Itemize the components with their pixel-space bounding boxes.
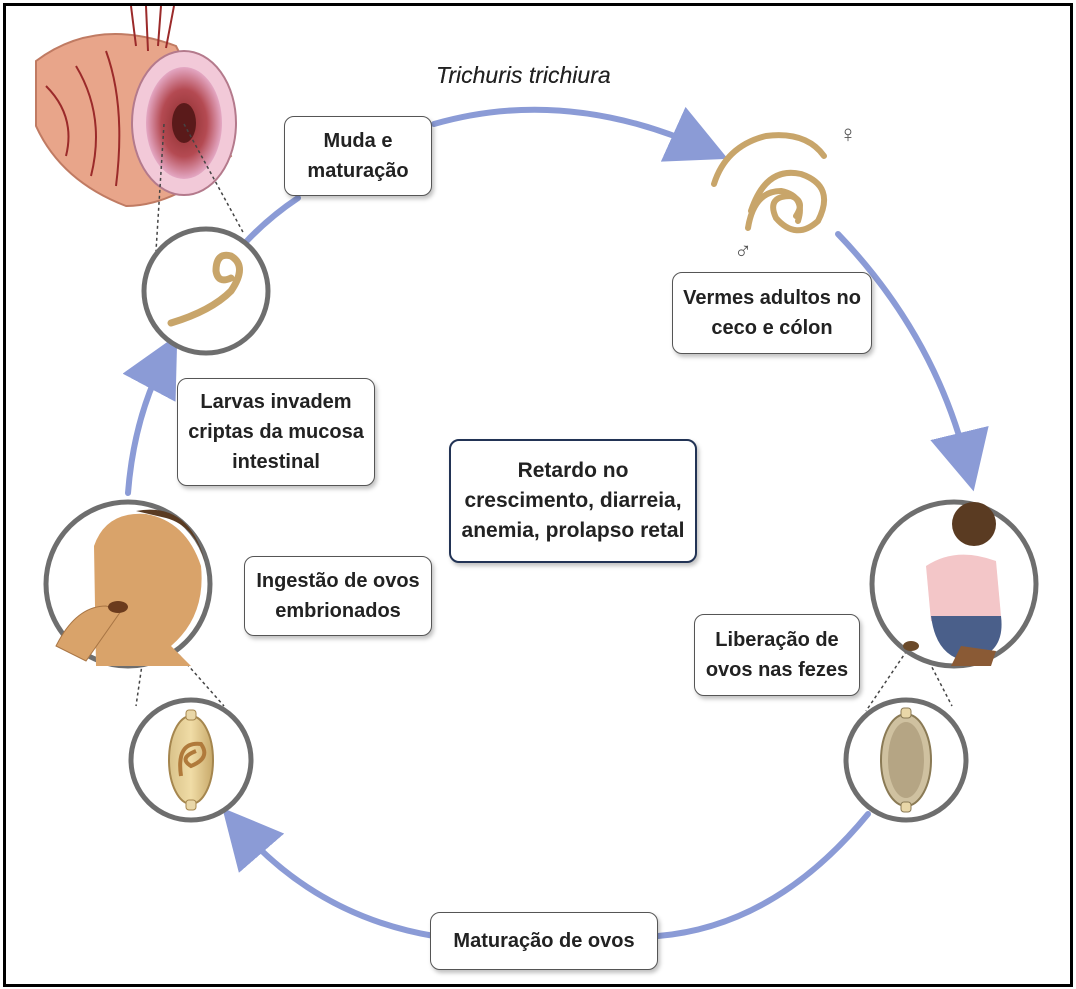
larva-circle	[144, 229, 268, 353]
unembryonated-egg-circle	[846, 700, 966, 820]
diagram-frame: Trichuris trichiura ♀ ♂ Muda e maturação…	[3, 3, 1073, 987]
label-muda-maturacao: Muda e maturação	[284, 116, 432, 196]
arrow-upper-left	[244, 198, 298, 244]
male-symbol: ♂	[734, 238, 752, 266]
embryonated-egg-circle	[131, 700, 251, 820]
diagram-title: Trichuris trichiura	[436, 62, 611, 89]
label-line: Muda e	[307, 126, 408, 156]
label-line: intestinal	[188, 447, 364, 477]
label-line: Retardo no	[462, 456, 685, 486]
label-line: Larvas invadem	[188, 387, 364, 417]
label-line: Vermes adultos no	[683, 283, 861, 313]
ingestion-circle	[46, 502, 211, 666]
label-line: ovos nas fezes	[706, 655, 848, 685]
label-line: maturação	[307, 156, 408, 186]
arrow-top	[434, 110, 706, 149]
label-line: crescimento, diarreia,	[462, 486, 685, 516]
label-line: ceco e cólon	[683, 313, 861, 343]
label-line: embrionados	[256, 596, 419, 626]
label-sintomas: Retardo no crescimento, diarreia, anemia…	[449, 439, 697, 563]
label-line: Ingestão de ovos	[256, 566, 419, 596]
label-liberacao-ovos: Liberação de ovos nas fezes	[694, 614, 860, 696]
female-symbol: ♀	[839, 121, 857, 149]
arrow-left	[128, 356, 166, 493]
adult-worms	[714, 135, 824, 230]
arrow-bottom-left	[238, 826, 434, 936]
arrow-bottom	[658, 814, 868, 936]
label-line: Maturação de ovos	[453, 926, 634, 956]
intestine-illustration	[36, 6, 236, 206]
label-line: Liberação de	[706, 625, 848, 655]
label-ingestao-ovos: Ingestão de ovos embrionados	[244, 556, 432, 636]
label-maturacao-ovos: Maturação de ovos	[430, 912, 658, 970]
label-line: criptas da mucosa	[188, 417, 364, 447]
label-vermes-adultos: Vermes adultos no ceco e cólon	[672, 272, 872, 354]
label-line: anemia, prolapso retal	[462, 516, 685, 546]
label-larvas-invadem: Larvas invadem criptas da mucosa intesti…	[177, 378, 375, 486]
child-circle	[872, 502, 1036, 666]
